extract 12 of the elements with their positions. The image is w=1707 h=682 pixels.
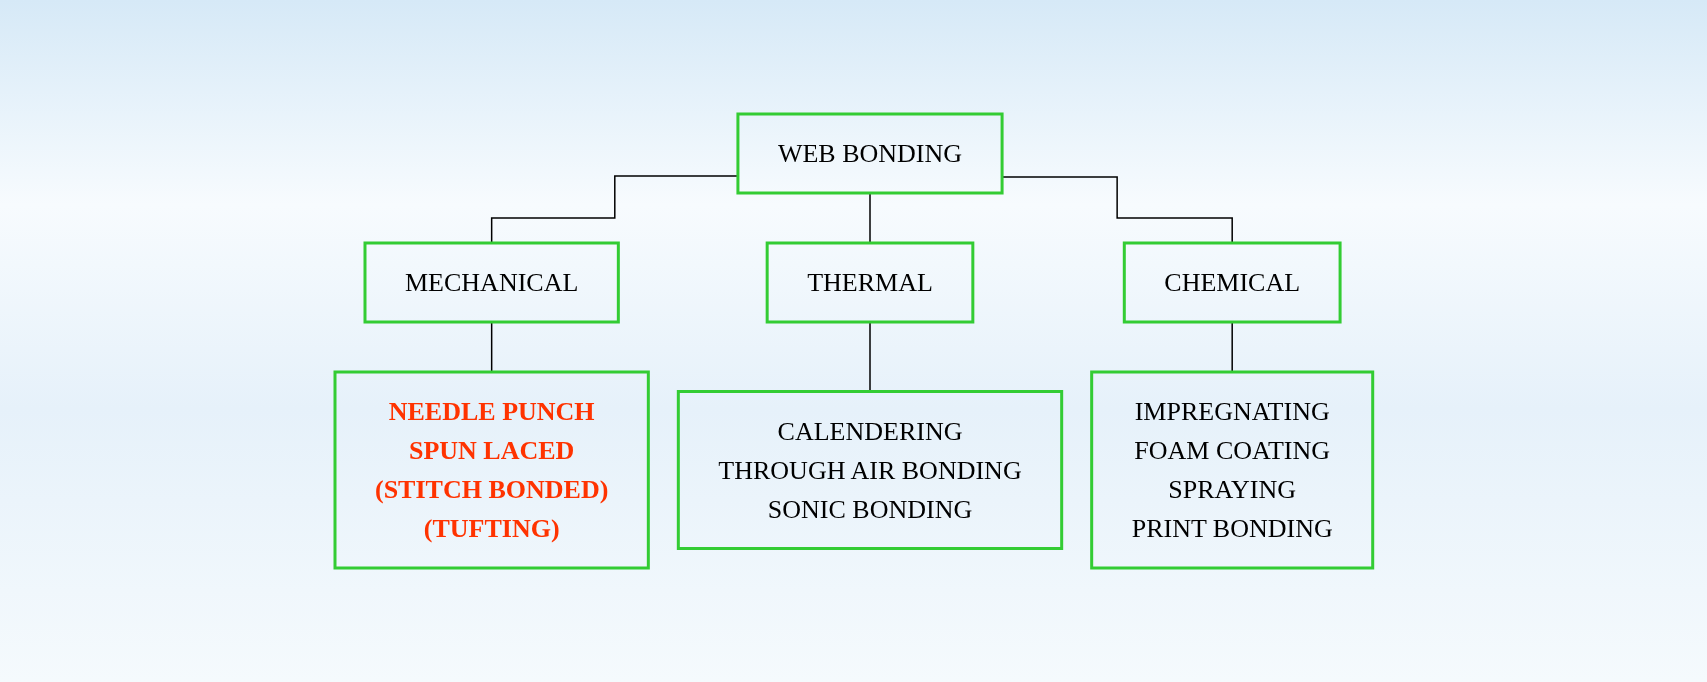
node-box: IMPREGNATING FOAM COATING SPRAYING PRINT BONDING: [1089, 370, 1374, 570]
node-box: CALENDERING THROUGH AIR BONDING SONIC BONDING: [676, 390, 1063, 550]
connector: [490, 321, 493, 373]
connector: [868, 192, 871, 244]
connector: [868, 321, 871, 393]
node-box: NEEDLE PUNCH SPUN LACED (STITCH BONDED) (TUFTING): [333, 370, 650, 570]
node-box: WEB BONDING: [736, 112, 1004, 195]
node-box: THERMAL: [765, 241, 974, 324]
node-box: MECHANICAL: [363, 241, 620, 324]
connector: [1231, 321, 1233, 373]
connector: [490, 175, 739, 244]
node-box: CHEMICAL: [1122, 241, 1342, 324]
